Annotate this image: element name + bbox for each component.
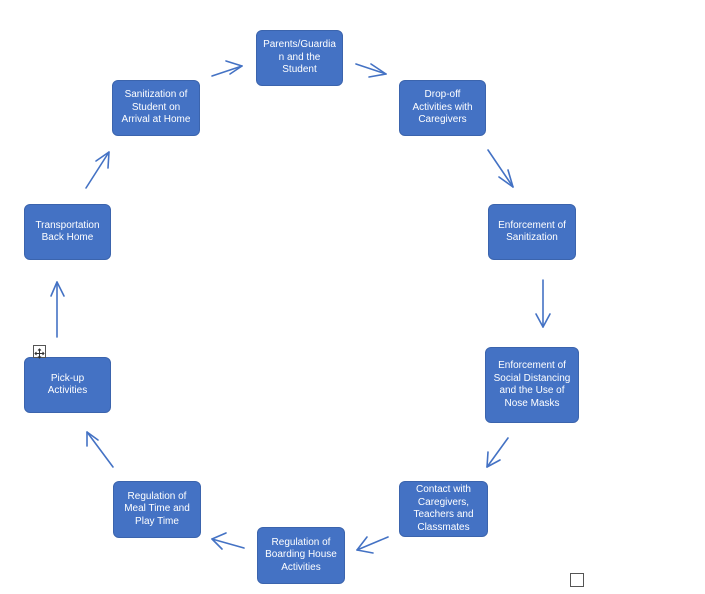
arrow-sanitization-to-distancing	[535, 279, 551, 328]
node-enforcement-of-sanitization[interactable]: Enforcement of Sanitization	[488, 204, 576, 260]
move-handle-icon[interactable]	[33, 345, 46, 359]
arrow-transport-to-sanitize-home	[85, 151, 110, 189]
arrow-dropoff-to-sanitization	[487, 149, 514, 188]
node-contact-with-caregivers[interactable]: Contact with Caregivers, Teachers and Cl…	[399, 481, 488, 537]
arrow-boarding-to-mealtime	[211, 532, 245, 550]
node-pick-up-activities[interactable]: Pick-up Activities	[24, 357, 111, 413]
node-regulation-of-boarding-house[interactable]: Regulation of Boarding House Activities	[257, 527, 345, 584]
arrow-sanitize-home-to-parents	[211, 60, 243, 77]
four-way-arrow-icon	[34, 348, 45, 359]
arrow-pickup-to-transport	[50, 281, 65, 338]
node-sanitization-at-home[interactable]: Sanitization of Student on Arrival at Ho…	[112, 80, 200, 136]
node-parents-and-student[interactable]: Parents/Guardia n and the Student	[256, 30, 343, 86]
node-regulation-of-meal-time[interactable]: Regulation of Meal Time and Play Time	[113, 481, 201, 538]
node-drop-off-activities[interactable]: Drop-off Activities with Caregivers	[399, 80, 486, 136]
arrow-parents-to-dropoff	[355, 63, 387, 78]
arrow-distancing-to-contact	[486, 437, 509, 468]
node-transportation-back-home[interactable]: Transportation Back Home	[24, 204, 111, 260]
arrow-contact-to-boarding	[356, 536, 389, 554]
resize-square-icon[interactable]	[570, 573, 584, 587]
node-enforcement-of-social-distancing[interactable]: Enforcement of Social Distancing and the…	[485, 347, 579, 423]
arrow-mealtime-to-pickup	[86, 431, 114, 468]
